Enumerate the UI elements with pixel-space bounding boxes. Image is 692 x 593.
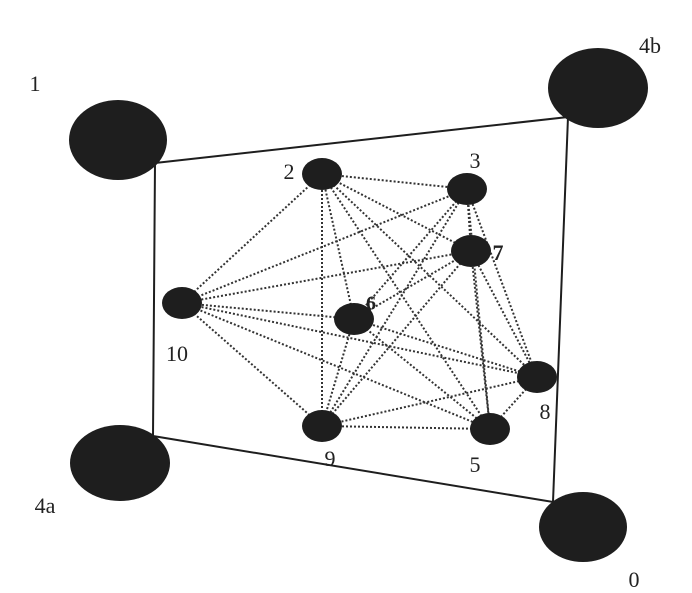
node-2 [302, 158, 342, 190]
node-label-9: 9 [325, 446, 336, 471]
edge-7-6 [353, 250, 472, 320]
edge-10-9 [181, 302, 323, 427]
label-layer: 1 4b 4a 0 2 3 7 6 10 8 9 5 [30, 33, 662, 592]
anchor-node-4b [548, 48, 648, 128]
node-5 [470, 413, 510, 445]
edge-2-8 [321, 173, 538, 378]
anchor-node-0 [539, 492, 627, 562]
edge-6-8 [353, 318, 538, 378]
node-label-2: 2 [284, 159, 295, 184]
node-10 [162, 287, 202, 319]
edge-3-6 [353, 188, 468, 320]
anchor-node-label-1: 1 [30, 71, 41, 96]
edge-2-3 [321, 173, 468, 190]
edge-10-8 [181, 302, 538, 378]
edge-7-5 [470, 250, 491, 430]
edge-6-9 [321, 318, 355, 427]
edge-7-8 [470, 250, 538, 378]
node-6 [334, 303, 374, 335]
edge-2-6 [321, 173, 355, 320]
edge-2-5 [321, 173, 491, 430]
node-label-3: 3 [470, 148, 481, 173]
anchor-node-4a [70, 425, 170, 501]
edge-2-10 [181, 173, 323, 304]
anchor-node-label-0: 0 [629, 567, 640, 592]
node-label-6: 6 [366, 293, 376, 315]
edge-10-6 [181, 302, 355, 320]
node-label-7: 7 [493, 240, 504, 265]
edge-9-8 [321, 376, 538, 427]
node-layer [69, 48, 648, 562]
edge-layer [181, 173, 538, 430]
edge-6-5 [353, 318, 491, 430]
edge-3-8 [466, 188, 538, 378]
node-8 [517, 361, 557, 393]
node-3 [447, 173, 487, 205]
edge-9-5 [321, 425, 491, 430]
anchor-node-label-4b: 4b [639, 33, 661, 58]
edge-3-10 [181, 188, 468, 304]
anchor-node-label-4a: 4a [35, 493, 56, 518]
node-7 [451, 235, 491, 267]
node-label-10: 10 [166, 341, 188, 366]
node-label-8: 8 [540, 399, 551, 424]
anchor-node-1 [69, 100, 167, 180]
edge-10-5 [181, 302, 491, 430]
node-label-5: 5 [470, 452, 481, 477]
edge-7-10 [181, 250, 472, 304]
node-9 [302, 410, 342, 442]
